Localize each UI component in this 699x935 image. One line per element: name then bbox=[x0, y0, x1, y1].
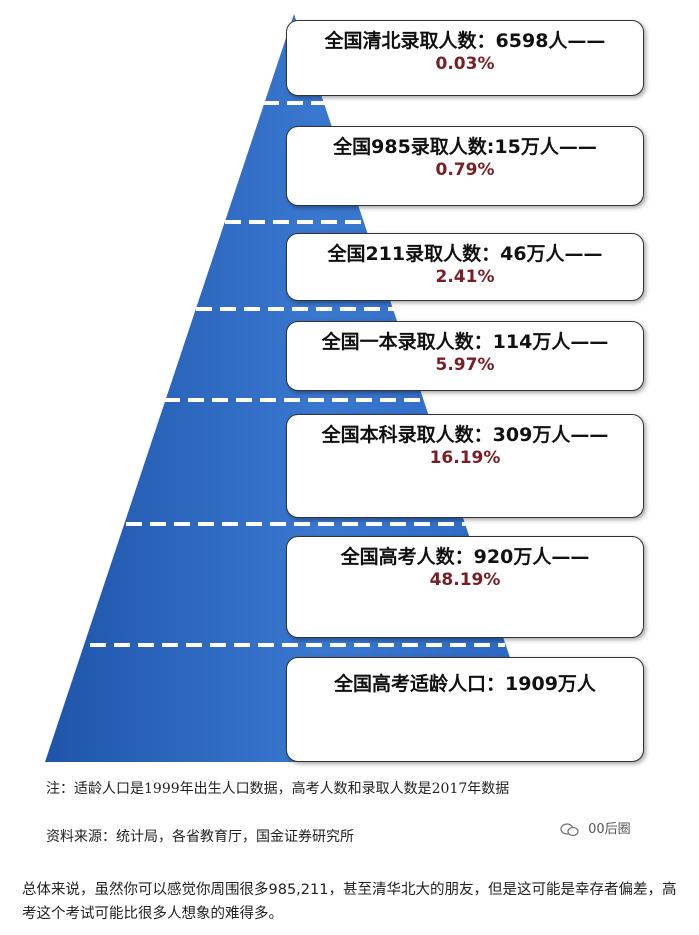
watermark: 00后圈 bbox=[560, 818, 631, 837]
pyramid-dividers bbox=[90, 101, 505, 647]
tier-qingbei-percent: 0.03% bbox=[435, 54, 495, 74]
tier-985-card: 全国985录取人数:15万人—— 0.79% bbox=[286, 126, 644, 206]
tier-benke-percent: 16.19% bbox=[429, 448, 501, 468]
tier-211-title: 全国211录取人数：46万人—— bbox=[327, 243, 603, 265]
tier-yiben-title: 全国一本录取人数：114万人—— bbox=[321, 331, 609, 353]
watermark-text: 00后圈 bbox=[588, 822, 631, 837]
tier-qingbei-title: 全国清北录取人数：6598人—— bbox=[324, 30, 606, 52]
tier-benke-title: 全国本科录取人数：309万人—— bbox=[321, 424, 609, 446]
tier-qingbei-card: 全国清北录取人数：6598人—— 0.03% bbox=[286, 20, 644, 96]
wechat-icon bbox=[560, 822, 579, 836]
data-source: 资料来源：统计局，各省教育厅，国金证券研究所 bbox=[46, 829, 354, 845]
tier-211-card: 全国211录取人数：46万人—— 2.41% bbox=[286, 233, 644, 301]
tier-gaokao-percent: 48.19% bbox=[429, 570, 501, 590]
tier-gaokao-title: 全国高考人数：920万人—— bbox=[340, 546, 590, 568]
tier-yiben-percent: 5.97% bbox=[435, 355, 495, 375]
tier-985-percent: 0.79% bbox=[435, 160, 495, 180]
tier-benke-card: 全国本科录取人数：309万人—— 16.19% bbox=[286, 414, 644, 518]
article-caption: 总体来说，虽然你可以感觉你周围很多985,211，甚至清华北大的朋友，但是这可能… bbox=[22, 882, 677, 922]
tier-population-card: 全国高考适龄人口：1909万人 bbox=[286, 657, 644, 762]
tier-gaokao-card: 全国高考人数：920万人—— 48.19% bbox=[286, 536, 644, 638]
tier-985-title: 全国985录取人数:15万人—— bbox=[333, 136, 597, 158]
tier-population-title: 全国高考适龄人口：1909万人 bbox=[334, 673, 596, 695]
tier-yiben-card: 全国一本录取人数：114万人—— 5.97% bbox=[286, 321, 644, 391]
data-note: 注：适龄人口是1999年出生人口数据，高考人数和录取人数是2017年数据 bbox=[46, 781, 510, 797]
tier-211-percent: 2.41% bbox=[435, 267, 495, 287]
